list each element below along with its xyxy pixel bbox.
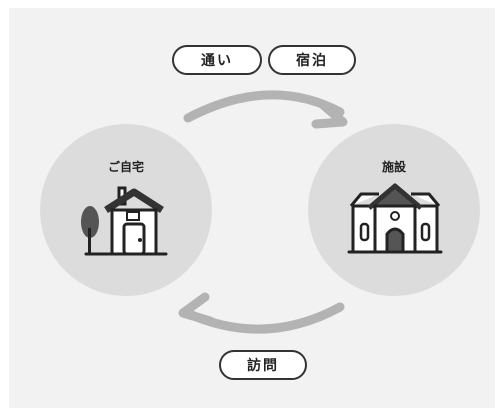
pill-overnight[interactable]: 宿泊: [268, 45, 356, 75]
house-icon: [81, 186, 168, 256]
facility-label: 施設: [381, 160, 406, 174]
pill-visit[interactable]: 訪問: [219, 350, 307, 380]
home-label: ご自宅: [107, 160, 144, 174]
pill-commute[interactable]: 通い: [172, 45, 262, 75]
facility-icon: [347, 183, 443, 254]
